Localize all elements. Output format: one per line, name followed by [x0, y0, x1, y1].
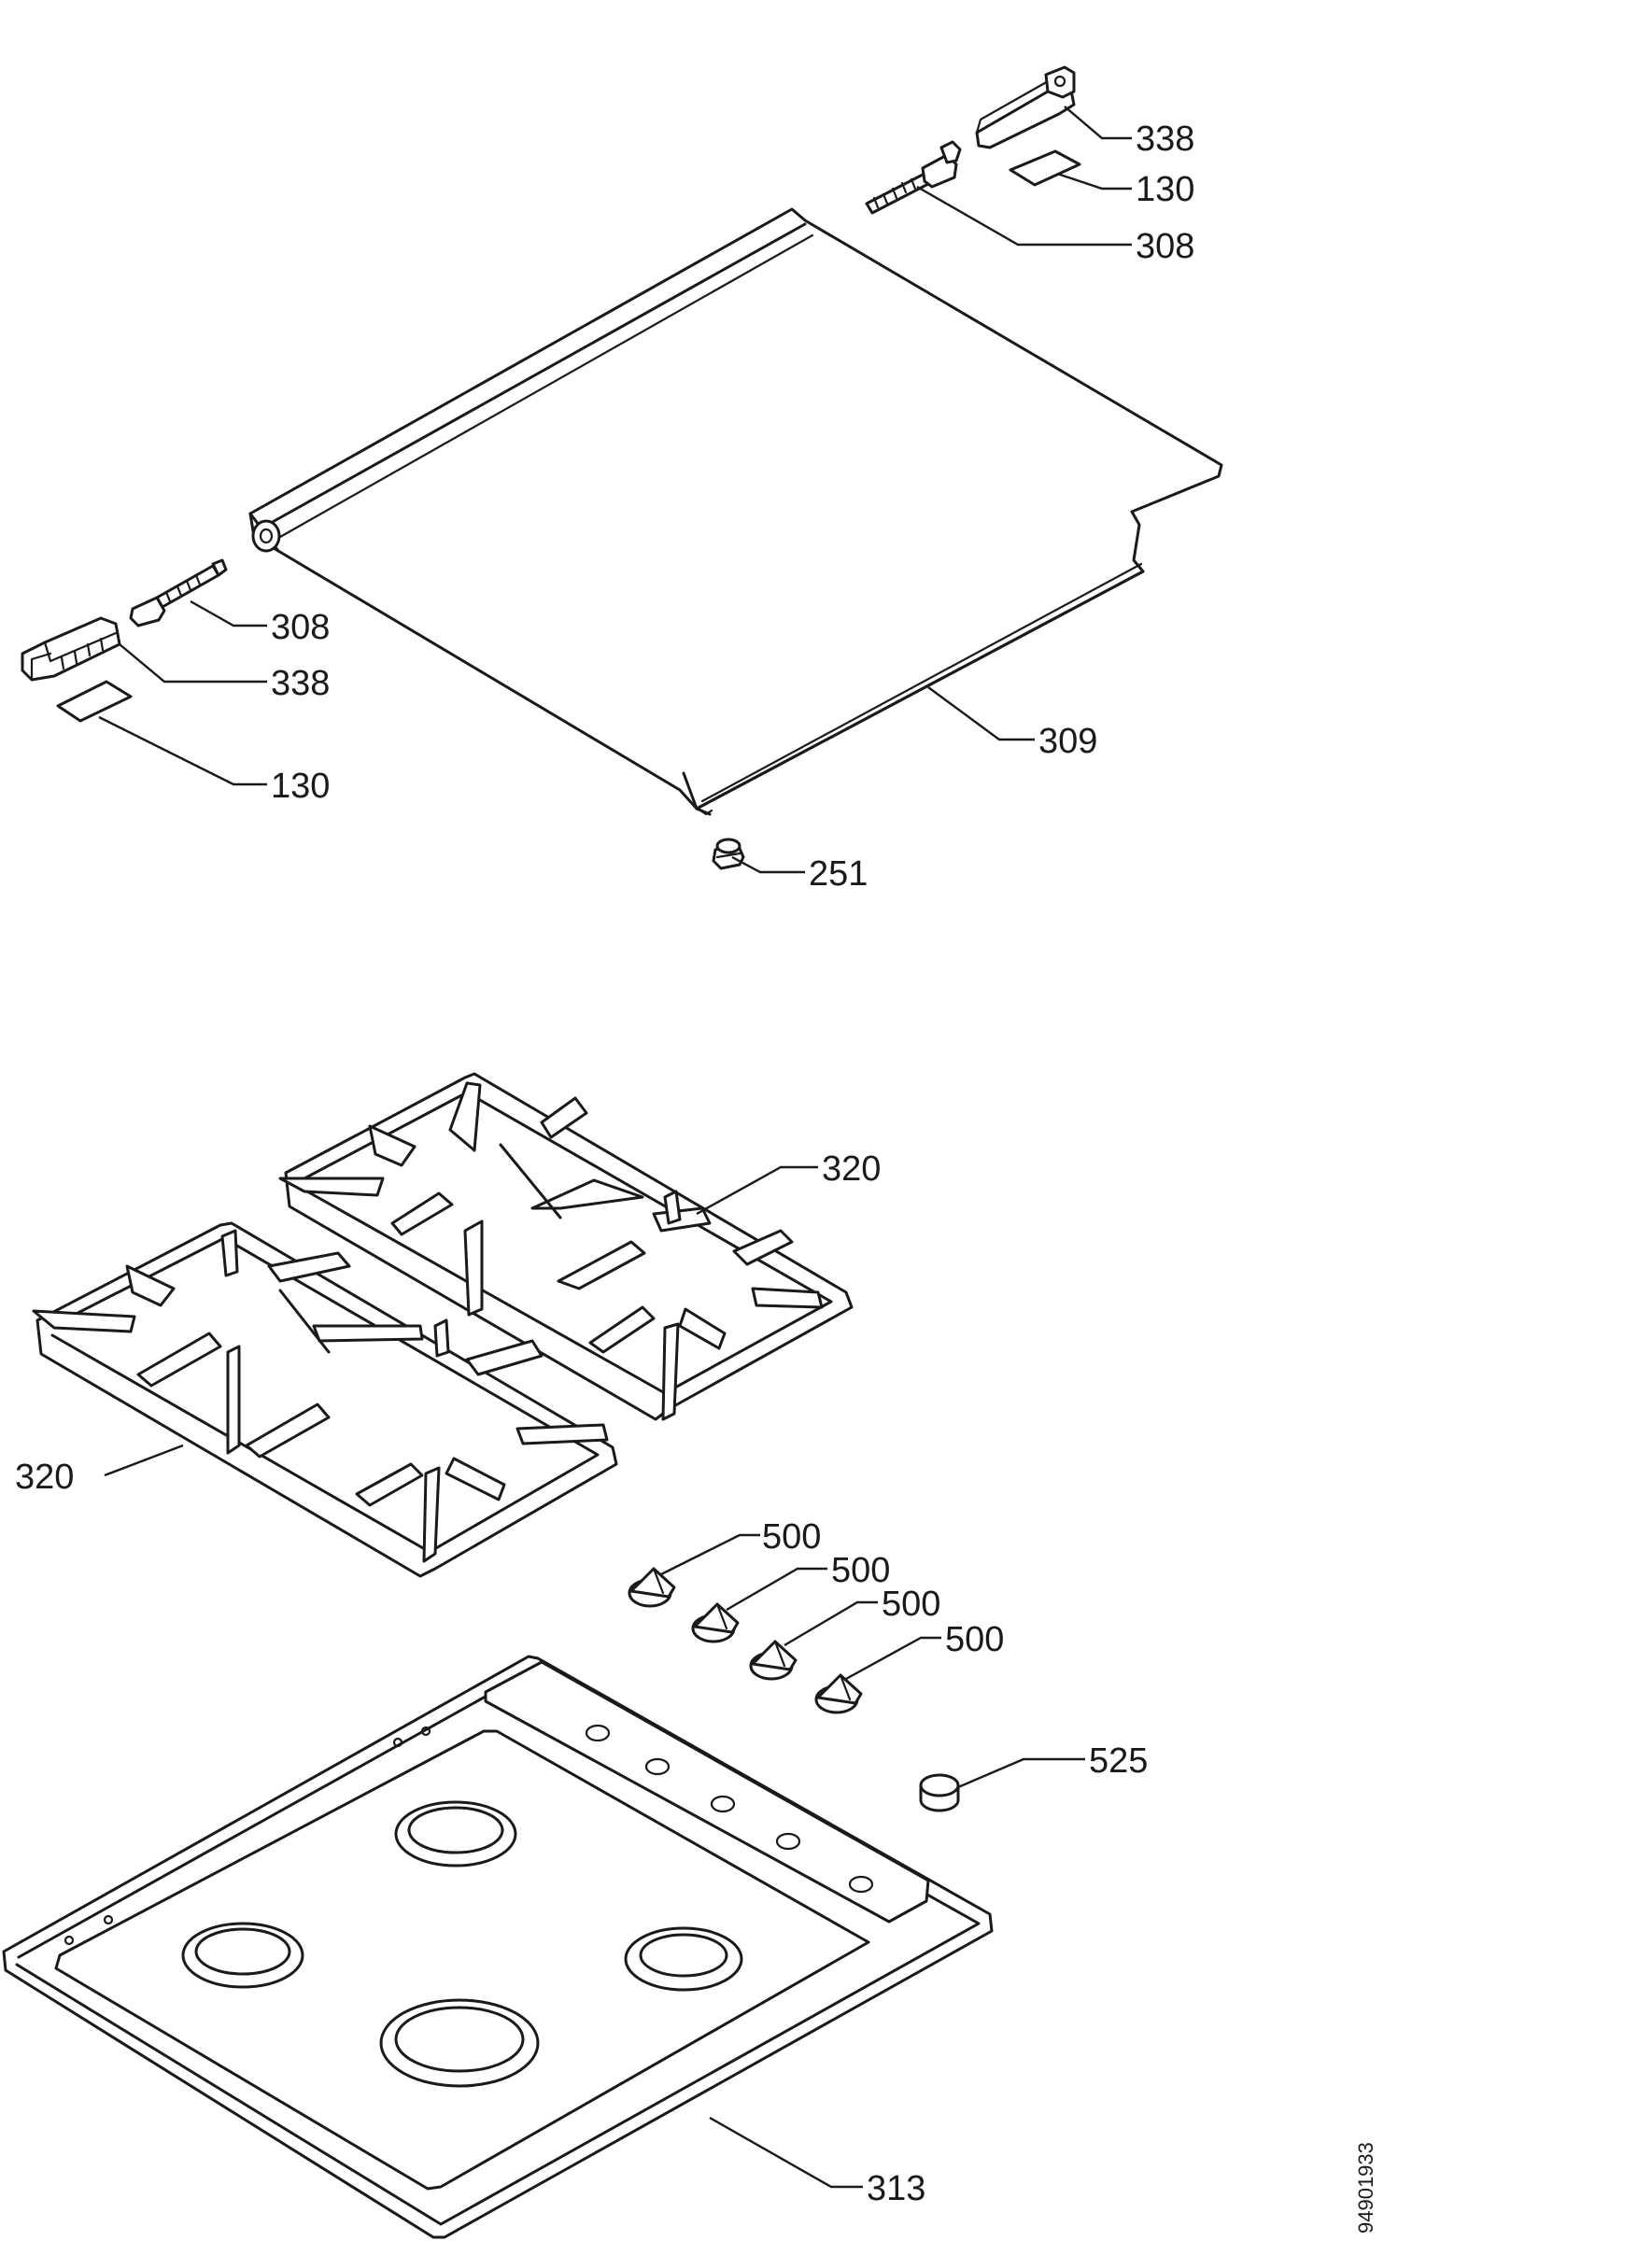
label-spacer-plate-left: 130	[271, 767, 330, 806]
hinge-block-left	[21, 616, 121, 682]
hob-top	[2, 1655, 994, 2239]
label-hinge-pin-left: 308	[271, 608, 330, 647]
label-hob-top: 313	[867, 2169, 925, 2208]
knob-2	[691, 1602, 740, 1643]
label-ignition-button: 525	[1089, 1741, 1148, 1781]
label-spacer-plate-right: 130	[1136, 170, 1194, 209]
hinge-pin-left	[129, 558, 228, 627]
label-hinge-pin-right: 308	[1136, 227, 1194, 266]
label-glass-lid: 309	[1038, 722, 1097, 761]
bumper	[712, 838, 745, 870]
glass-lid	[248, 207, 1223, 816]
label-knob-3: 500	[882, 1585, 940, 1624]
hinge-block-right	[975, 65, 1076, 149]
leader-lines	[98, 106, 1132, 2189]
knob-1	[628, 1567, 676, 1608]
knob-3	[749, 1640, 798, 1681]
spacer-plate-right	[1009, 149, 1081, 187]
spacer-plate-left	[56, 680, 133, 723]
document-number: 94901933	[1354, 2142, 1377, 2234]
ignition-button	[919, 1773, 960, 1812]
pan-support-back	[278, 1072, 854, 1421]
knob-4	[814, 1673, 863, 1714]
hinge-pin-right	[865, 140, 962, 215]
label-knob-4: 500	[945, 1620, 1004, 1659]
label-pan-support-back: 320	[822, 1149, 881, 1189]
label-hinge-block-right: 338	[1136, 120, 1194, 159]
label-knob-1: 500	[762, 1517, 821, 1557]
label-knob-2: 500	[831, 1551, 890, 1590]
label-hinge-block-left: 338	[271, 664, 330, 703]
label-pan-support-front: 320	[15, 1458, 74, 1497]
part-number-labels: 338 130 308 308 338 130 309 251 320 320 …	[15, 120, 1194, 2208]
pan-support-front	[32, 1221, 618, 1578]
label-bumper: 251	[809, 854, 868, 894]
